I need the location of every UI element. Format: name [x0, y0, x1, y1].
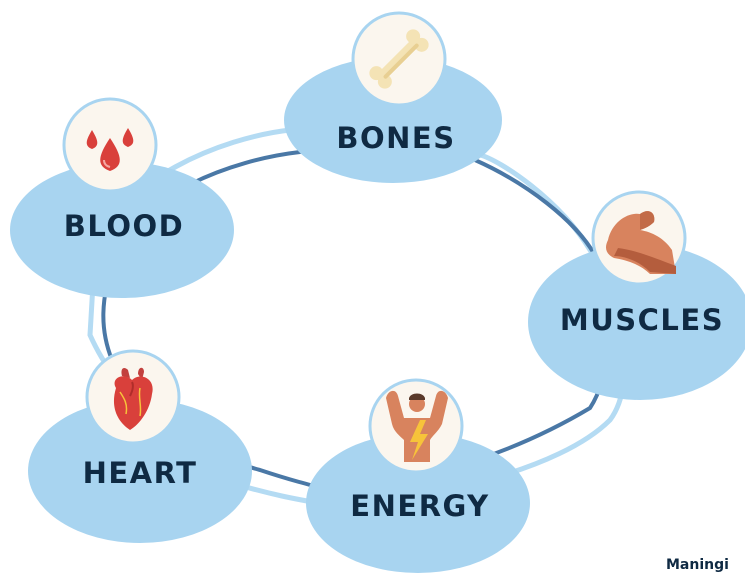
node-energy: ENERGY: [306, 380, 530, 573]
muscles-label: MUSCLES: [560, 303, 724, 337]
bones-label: BONES: [336, 121, 455, 155]
heart-label: HEART: [83, 456, 198, 490]
watermark-text: Maningi: [666, 557, 729, 573]
blood-label: BLOOD: [64, 209, 184, 243]
node-muscles: MUSCLES: [528, 192, 745, 400]
node-blood: BLOOD: [10, 99, 234, 298]
energy-label: ENERGY: [350, 489, 489, 523]
node-bones: BONES: [284, 13, 502, 183]
node-heart: HEART: [28, 351, 252, 543]
